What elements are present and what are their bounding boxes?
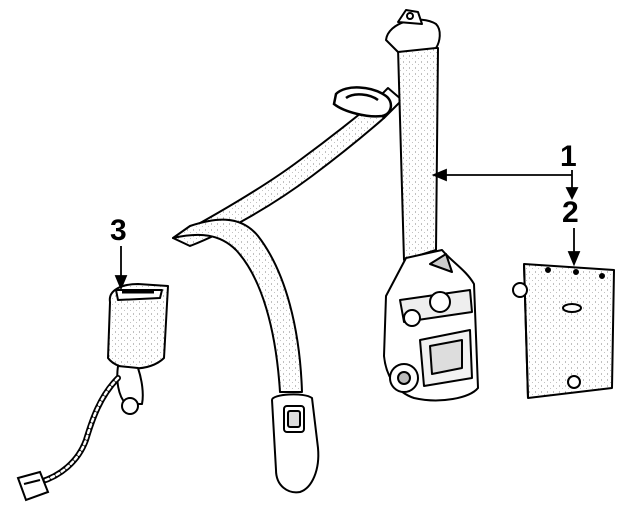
arrow-1-down — [565, 187, 579, 201]
leader-lines — [114, 168, 581, 291]
cable-connector — [16, 470, 50, 502]
arrow-2 — [567, 251, 581, 267]
arrow-1 — [431, 168, 447, 182]
buckle-assembly — [107, 283, 169, 415]
retractor-mechanism — [383, 249, 479, 402]
lower-anchor-plate — [271, 393, 320, 494]
buckle-cable — [37, 375, 121, 485]
callout-2: 2 — [562, 196, 579, 229]
callout-1: 1 — [560, 140, 577, 173]
callout-3: 3 — [110, 214, 127, 247]
arrow-3 — [114, 275, 128, 291]
lap-belt-webbing — [172, 218, 303, 393]
d-ring-guide — [332, 86, 393, 118]
retractor-column — [385, 9, 441, 261]
cover-plate — [512, 263, 615, 399]
